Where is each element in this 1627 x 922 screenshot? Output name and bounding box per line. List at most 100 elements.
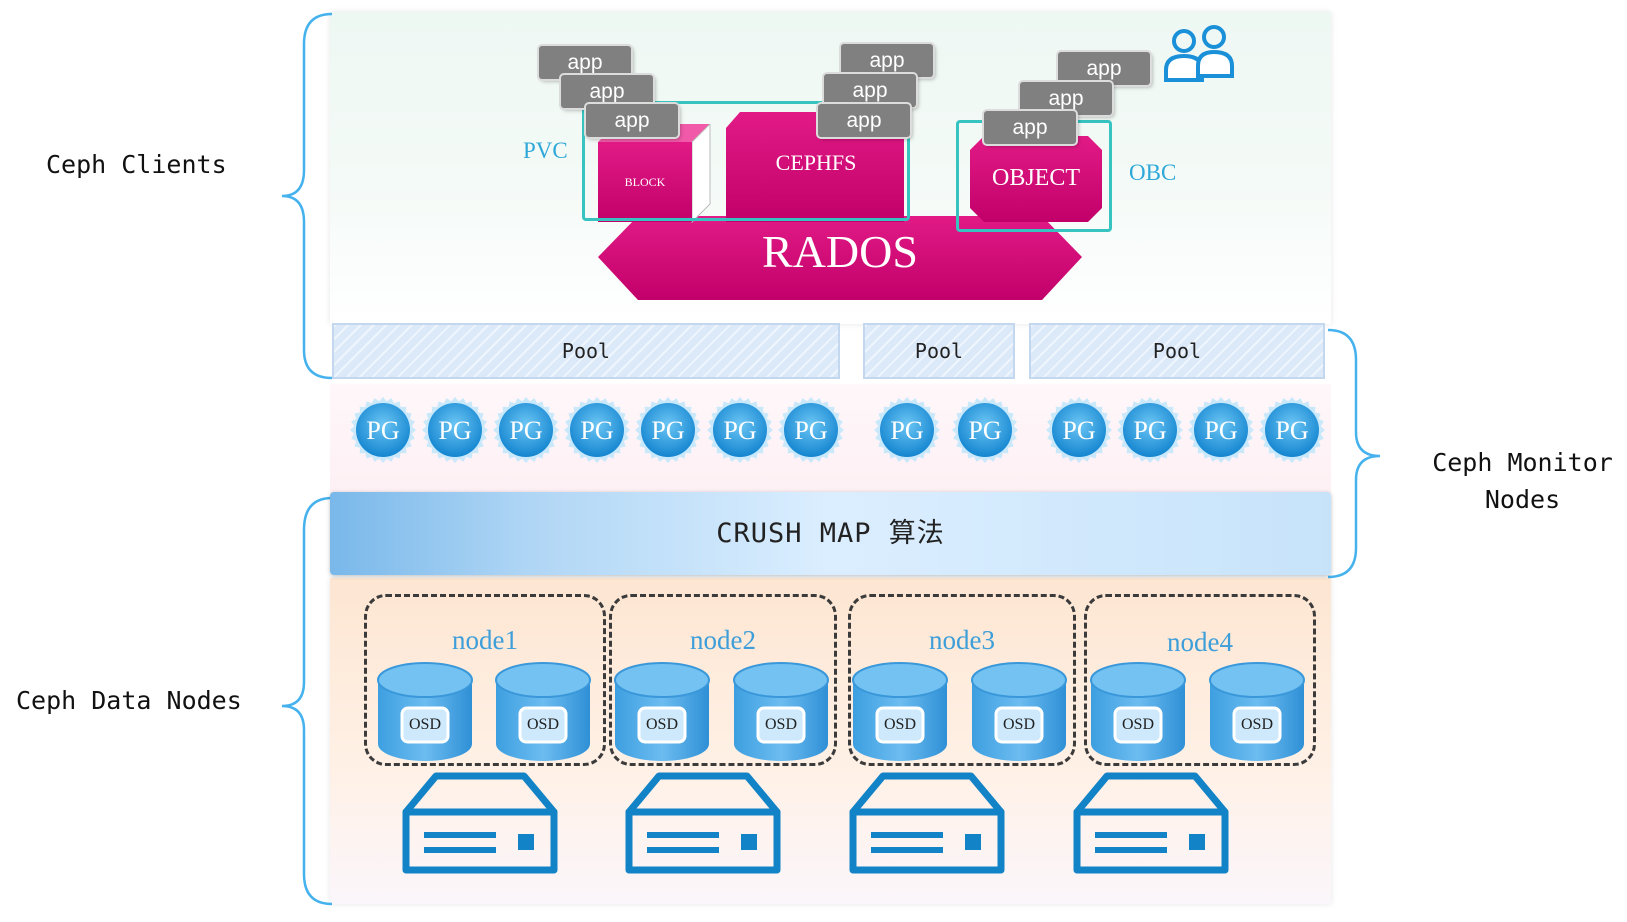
osd-disk: OSD	[851, 660, 949, 768]
monitor-bracket	[1327, 328, 1381, 579]
node-label: node3	[929, 625, 995, 655]
pg-badge-icon: PG	[707, 397, 773, 463]
cephfs-box	[726, 112, 904, 222]
crush-map-bar: CRUSH MAP 算法	[330, 492, 1331, 575]
osd-disk: OSD	[732, 660, 830, 768]
osd-label: OSD	[408, 716, 441, 733]
server-icon	[402, 772, 558, 880]
object-box	[970, 136, 1102, 222]
pg-badge-icon: PG	[1046, 397, 1112, 463]
osd-disk: OSD	[494, 660, 592, 768]
pg-label: PG	[366, 416, 399, 445]
ceph-monitor-label-line1: Ceph Monitor	[1432, 448, 1613, 477]
pg-label: PG	[651, 416, 684, 445]
server-icon	[1073, 772, 1229, 880]
pg-badge-icon: PG	[635, 397, 701, 463]
node-label: node2	[690, 625, 756, 655]
app-label: app	[984, 111, 1076, 144]
pg-badge: PG	[1258, 396, 1326, 464]
pg-label: PG	[438, 416, 471, 445]
osd-disk: OSD	[1208, 660, 1306, 768]
pg-label: PG	[723, 416, 756, 445]
pg-label: PG	[1204, 416, 1237, 445]
pg-badge: PG	[1187, 396, 1255, 464]
node-label: node1	[452, 625, 518, 655]
pg-label: PG	[968, 416, 1001, 445]
osd-disk: OSD	[376, 660, 474, 768]
pg-badge: PG	[777, 396, 845, 464]
users-icon	[1164, 25, 1234, 82]
pg-badge: PG	[1045, 396, 1113, 464]
node-box: node3	[848, 594, 1076, 766]
pvc-boundary	[582, 101, 910, 221]
disk-icon	[852, 662, 948, 761]
pg-badge: PG	[706, 396, 774, 464]
app-label: app	[1058, 52, 1150, 85]
osd-label: OSD	[526, 716, 559, 733]
osd-disk: OSD	[970, 660, 1068, 768]
app-label: app	[818, 104, 910, 137]
server-icon	[849, 772, 1005, 880]
pg-badge-icon: PG	[1188, 397, 1254, 463]
osd-disk: OSD	[1089, 660, 1187, 768]
cephfs-label: CEPHFS	[775, 150, 857, 175]
data-nodes-bracket	[281, 496, 333, 906]
pg-badge: PG	[563, 396, 631, 464]
node-box: node1	[364, 594, 606, 766]
pool-bar: Pool	[863, 323, 1015, 379]
pg-badge: PG	[951, 396, 1019, 464]
osd-label: OSD	[1240, 716, 1273, 733]
disk-icon	[1090, 662, 1186, 761]
block-box	[598, 124, 711, 224]
pg-badge: PG	[421, 396, 489, 464]
pg-badge: PG	[634, 396, 702, 464]
pg-badge-icon: PG	[874, 397, 940, 463]
ceph-monitor-label-line2: Nodes	[1484, 485, 1561, 514]
disk-icon	[614, 662, 710, 761]
pg-badge-icon: PG	[350, 397, 416, 463]
node-label: node4	[1167, 627, 1233, 657]
ceph-data-nodes-label: Ceph Data Nodes	[16, 686, 242, 715]
app-label: app	[561, 75, 653, 108]
disk-icon	[495, 662, 591, 761]
server-icon	[625, 772, 781, 880]
pg-badge: PG	[492, 396, 560, 464]
pvc-label: PVC	[523, 138, 568, 163]
pool-bar: Pool	[1029, 323, 1325, 379]
pg-label: PG	[794, 416, 827, 445]
rados-label: RADOS	[762, 226, 918, 277]
pg-badge: PG	[873, 396, 941, 464]
pg-label: PG	[890, 416, 923, 445]
osd-label: OSD	[645, 716, 678, 733]
pg-badge-icon: PG	[493, 397, 559, 463]
disk-icon	[377, 662, 473, 761]
disk-icon	[971, 662, 1067, 761]
pg-badge-icon: PG	[778, 397, 844, 463]
object-label: OBJECT	[991, 165, 1080, 191]
pg-badge-icon: PG	[1259, 397, 1325, 463]
pg-label: PG	[1062, 416, 1095, 445]
pg-badge: PG	[349, 396, 417, 464]
osd-label: OSD	[883, 716, 916, 733]
node-box: node4	[1084, 594, 1316, 766]
pg-badge-icon: PG	[422, 397, 488, 463]
ceph-clients-label: Ceph Clients	[46, 150, 227, 179]
rados-base	[598, 216, 1082, 300]
pool-bar: Pool	[332, 323, 840, 379]
disk-icon	[733, 662, 829, 761]
node-box: node2	[609, 594, 837, 766]
osd-label: OSD	[764, 716, 797, 733]
app-label: app	[539, 46, 631, 79]
pg-label: PG	[509, 416, 542, 445]
app-label: app	[1020, 82, 1112, 115]
osd-label: OSD	[1121, 716, 1154, 733]
pg-label: PG	[1133, 416, 1166, 445]
pg-badge-icon: PG	[1117, 397, 1183, 463]
pg-badge: PG	[1116, 396, 1184, 464]
app-label: app	[841, 44, 933, 77]
app-label: app	[586, 104, 678, 137]
osd-disk: OSD	[613, 660, 711, 768]
obc-label: OBC	[1129, 160, 1177, 185]
ceph-monitor-label: Ceph Monitor Nodes	[1420, 444, 1625, 518]
